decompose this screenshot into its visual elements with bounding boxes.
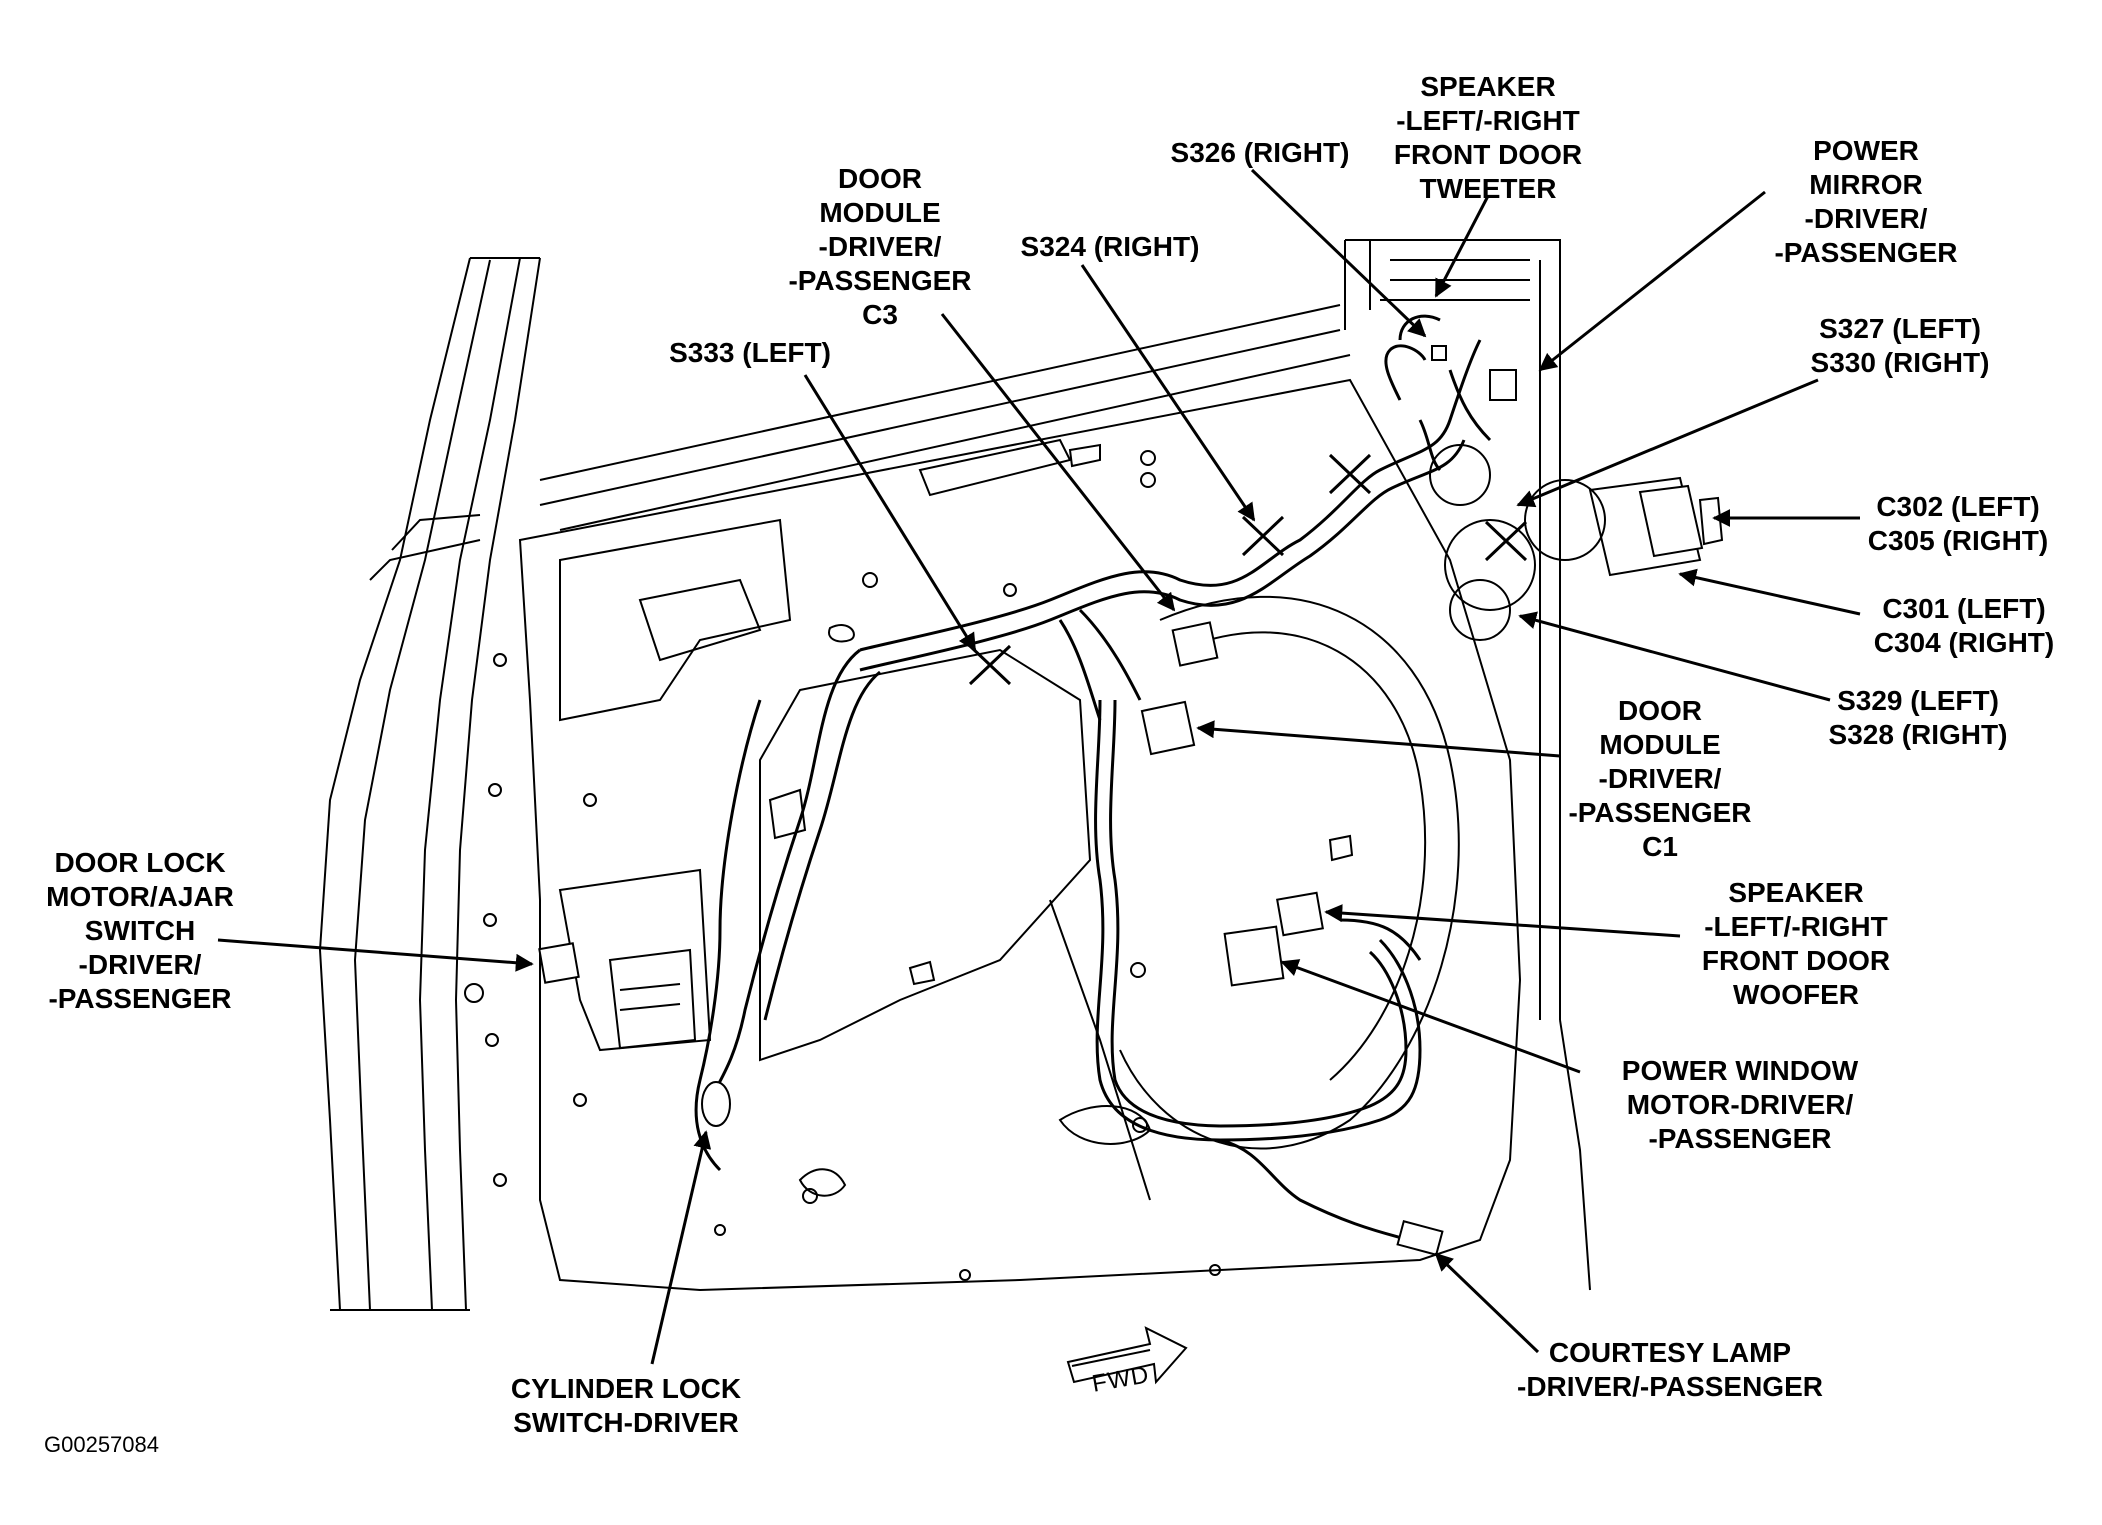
inner-panel <box>518 378 1522 1292</box>
label-door-lock-motor: DOOR LOCK MOTOR/AJAR SWITCH -DRIVER/ -PA… <box>46 847 234 1014</box>
label-courtesy-lamp: COURTESY LAMP -DRIVER/-PASSENGER <box>1517 1337 1823 1402</box>
label-power-window: POWER WINDOW MOTOR-DRIVER/ -PASSENGER <box>1621 1055 1859 1154</box>
label-s327-s330: S327 (LEFT) S330 (RIGHT) <box>1810 313 1990 378</box>
label-s324: S324 (RIGHT) <box>1020 231 1200 262</box>
label-door-module-c1: DOOR MODULE -DRIVER/ -PASSENGER C1 <box>1568 695 1752 862</box>
label-power-mirror: POWER MIRROR -DRIVER/ -PASSENGER <box>1774 135 1958 268</box>
label-s329-s328: S329 (LEFT) S328 (RIGHT) <box>1828 685 2008 750</box>
latch-mechanism <box>558 788 807 1052</box>
figure-id: G00257084 <box>44 1432 159 1457</box>
connectors <box>538 345 1517 1256</box>
belt-rails <box>539 304 1351 531</box>
label-door-module-c3: DOOR MODULE -DRIVER/ -PASSENGER C3 <box>788 163 972 330</box>
leader-lines <box>217 168 1861 1365</box>
splice-markers <box>968 453 1528 686</box>
label-c302-c305: C302 (LEFT) C305 (RIGHT) <box>1867 491 2049 556</box>
door-frame <box>318 239 1591 1311</box>
wiring-harness <box>694 314 1492 1242</box>
label-c301-c304: C301 (LEFT) C304 (RIGHT) <box>1873 593 2055 658</box>
label-s333: S333 (LEFT) <box>669 337 831 368</box>
speaker-mount <box>1429 444 1536 641</box>
label-speaker-woofer: SPEAKER -LEFT/-RIGHT FRONT DOOR WOOFER <box>1701 877 1891 1010</box>
label-cylinder-lock: CYLINDER LOCK SWITCH-DRIVER <box>510 1373 742 1438</box>
label-speaker-tweeter: SPEAKER -LEFT/-RIGHT FRONT DOOR TWEETER <box>1393 71 1583 204</box>
mirror-connector <box>1524 476 1724 577</box>
label-s326: S326 (RIGHT) <box>1170 137 1350 168</box>
panel-holes <box>464 443 1354 1281</box>
fwd-arrow <box>1066 1326 1188 1385</box>
